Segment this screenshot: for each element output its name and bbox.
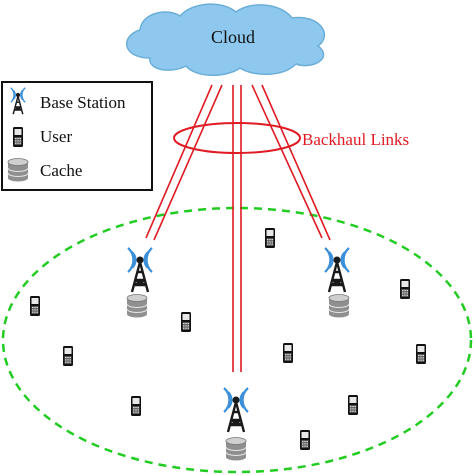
base-station-left: [126, 246, 154, 318]
users: [30, 228, 426, 450]
coverage-area: [1, 206, 473, 474]
phone-icon: [265, 228, 275, 248]
phone-icon: [181, 312, 191, 332]
database-icon: [126, 294, 148, 318]
phone-icon: [131, 396, 141, 416]
database-icon: [328, 294, 350, 318]
legend-label-user: User: [40, 127, 72, 146]
phone-icon: [416, 344, 426, 364]
cloud-shape: [125, 3, 325, 76]
antenna-tower-icon: [323, 246, 351, 294]
database-icon: [225, 437, 247, 461]
legend-label-cache: Cache: [40, 161, 82, 180]
phone-icon: [30, 296, 40, 316]
phone-icon: [63, 346, 73, 366]
cloud-label: Cloud: [211, 27, 255, 47]
phone-icon: [348, 395, 358, 415]
antenna-tower-icon: [126, 246, 154, 294]
backhaul-ring: [173, 122, 301, 154]
backhaul-links: [145, 84, 331, 372]
base-station-bottom: [222, 386, 250, 461]
antenna-tower-icon: [222, 386, 250, 434]
phone-icon: [300, 430, 310, 450]
legend-database-icon: [7, 158, 29, 182]
legend: Base Station User Cache: [1, 81, 153, 191]
legend-phone-icon: [13, 127, 23, 147]
phone-icon: [283, 343, 293, 363]
phone-icon: [400, 279, 410, 299]
base-station-right: [323, 246, 351, 318]
legend-label-base-station: Base Station: [40, 93, 126, 112]
backhaul-label: Backhaul Links: [302, 130, 409, 149]
